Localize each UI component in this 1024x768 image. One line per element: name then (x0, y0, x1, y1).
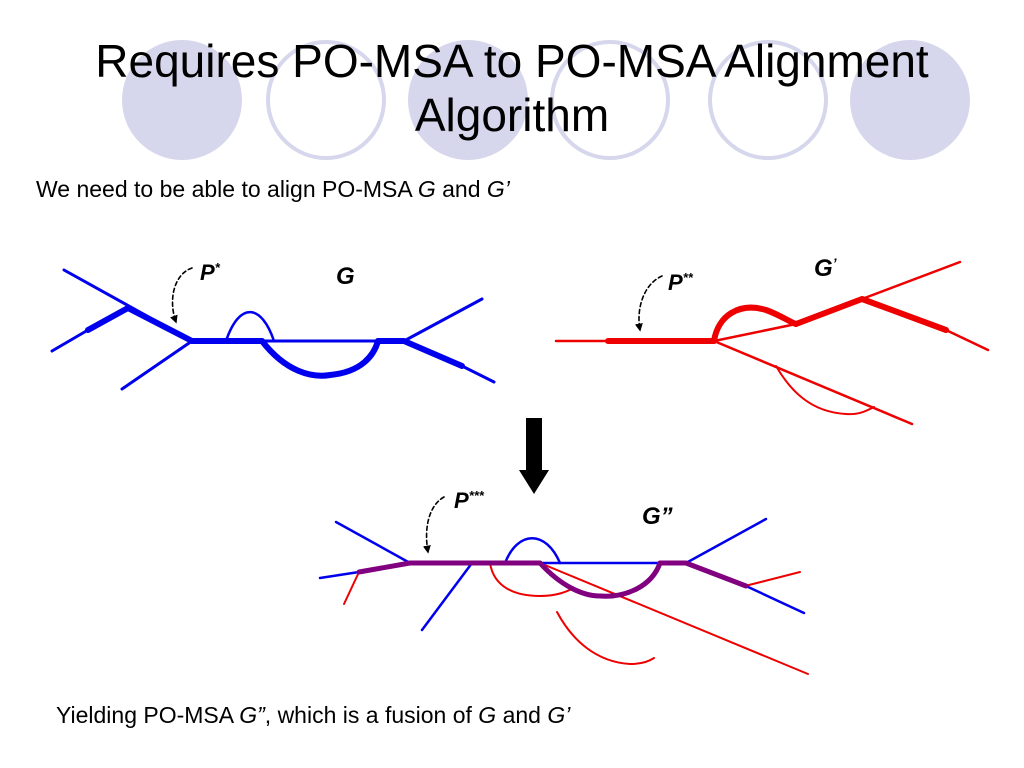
edge (50, 328, 90, 353)
subtitle-text: We need to be able to align PO-MSA (36, 176, 418, 202)
edge (343, 571, 360, 605)
edge (744, 571, 801, 587)
footer-mid: , which is a fusion of (264, 702, 479, 728)
footer-text: Yielding PO-MSA (56, 702, 240, 728)
label-p-star: P* (200, 260, 221, 285)
label-p-triple-star: P*** (454, 488, 485, 513)
label-g-double-prime: G” (642, 503, 673, 530)
deco-circle-filled (122, 40, 242, 160)
consensus-path (657, 560, 749, 589)
deco-circle-outline (266, 40, 386, 160)
footer-caption: Yielding PO-MSA G”, which is a fusion of… (56, 700, 570, 730)
edge (460, 364, 496, 384)
subtitle-and: and (435, 176, 487, 202)
graph-g-prime (554, 260, 990, 426)
edge-bump (224, 310, 276, 343)
edge-loop (775, 365, 875, 416)
deco-circle-filled (408, 40, 528, 160)
edge-thick (375, 338, 465, 369)
subtitle-g: G (417, 176, 436, 202)
edge-arc-thick (259, 338, 381, 379)
edge (744, 584, 806, 615)
deco-circle-outline (550, 40, 670, 160)
edge (860, 260, 962, 301)
slide-title: Requires PO-MSA to PO-MSA Alignment Algo… (0, 34, 1024, 142)
edge (489, 562, 575, 597)
edge (712, 339, 914, 426)
footer-g-prime: G’ (547, 702, 571, 728)
down-arrow (519, 418, 549, 494)
slide-title-line1: Requires PO-MSA to PO-MSA Alignment (95, 35, 929, 87)
footer-g-double-prime: G” (239, 702, 265, 728)
edge-arc-thick (711, 304, 799, 344)
down-arrow-shaft (526, 418, 542, 474)
subtitle: We need to be able to align PO-MSA G and… (36, 174, 510, 204)
label-g: G (336, 263, 355, 290)
consensus-path (356, 560, 543, 575)
pointer-arrow-p3 (422, 496, 445, 554)
footer-and: and (496, 702, 548, 728)
slide-title-line2: Algorithm (414, 89, 610, 141)
consensus-arc (537, 560, 663, 599)
graph-g (50, 268, 496, 391)
edge-thick (85, 305, 195, 344)
edge (539, 562, 809, 675)
edge (684, 517, 768, 565)
edge (712, 322, 798, 343)
down-arrow-head (519, 470, 549, 494)
edge (120, 339, 194, 391)
edge (420, 561, 474, 632)
edge-bump (503, 537, 562, 565)
footer-g: G (478, 702, 497, 728)
graph-g-double-prime (318, 517, 809, 675)
deco-circle-filled (850, 40, 970, 160)
edge (944, 328, 990, 352)
edge (334, 520, 412, 565)
label-g-prime: G’ (814, 255, 838, 282)
deco-circle-outline (708, 40, 828, 160)
pointer-arrow-p2 (634, 275, 663, 332)
edge (556, 611, 655, 665)
edge-thick (793, 296, 949, 333)
edge (318, 570, 361, 580)
pointer-arrow-p1 (170, 267, 193, 324)
label-p-double-star: P** (668, 270, 694, 295)
subtitle-g-prime: G’ (486, 176, 510, 202)
edge (402, 297, 484, 343)
